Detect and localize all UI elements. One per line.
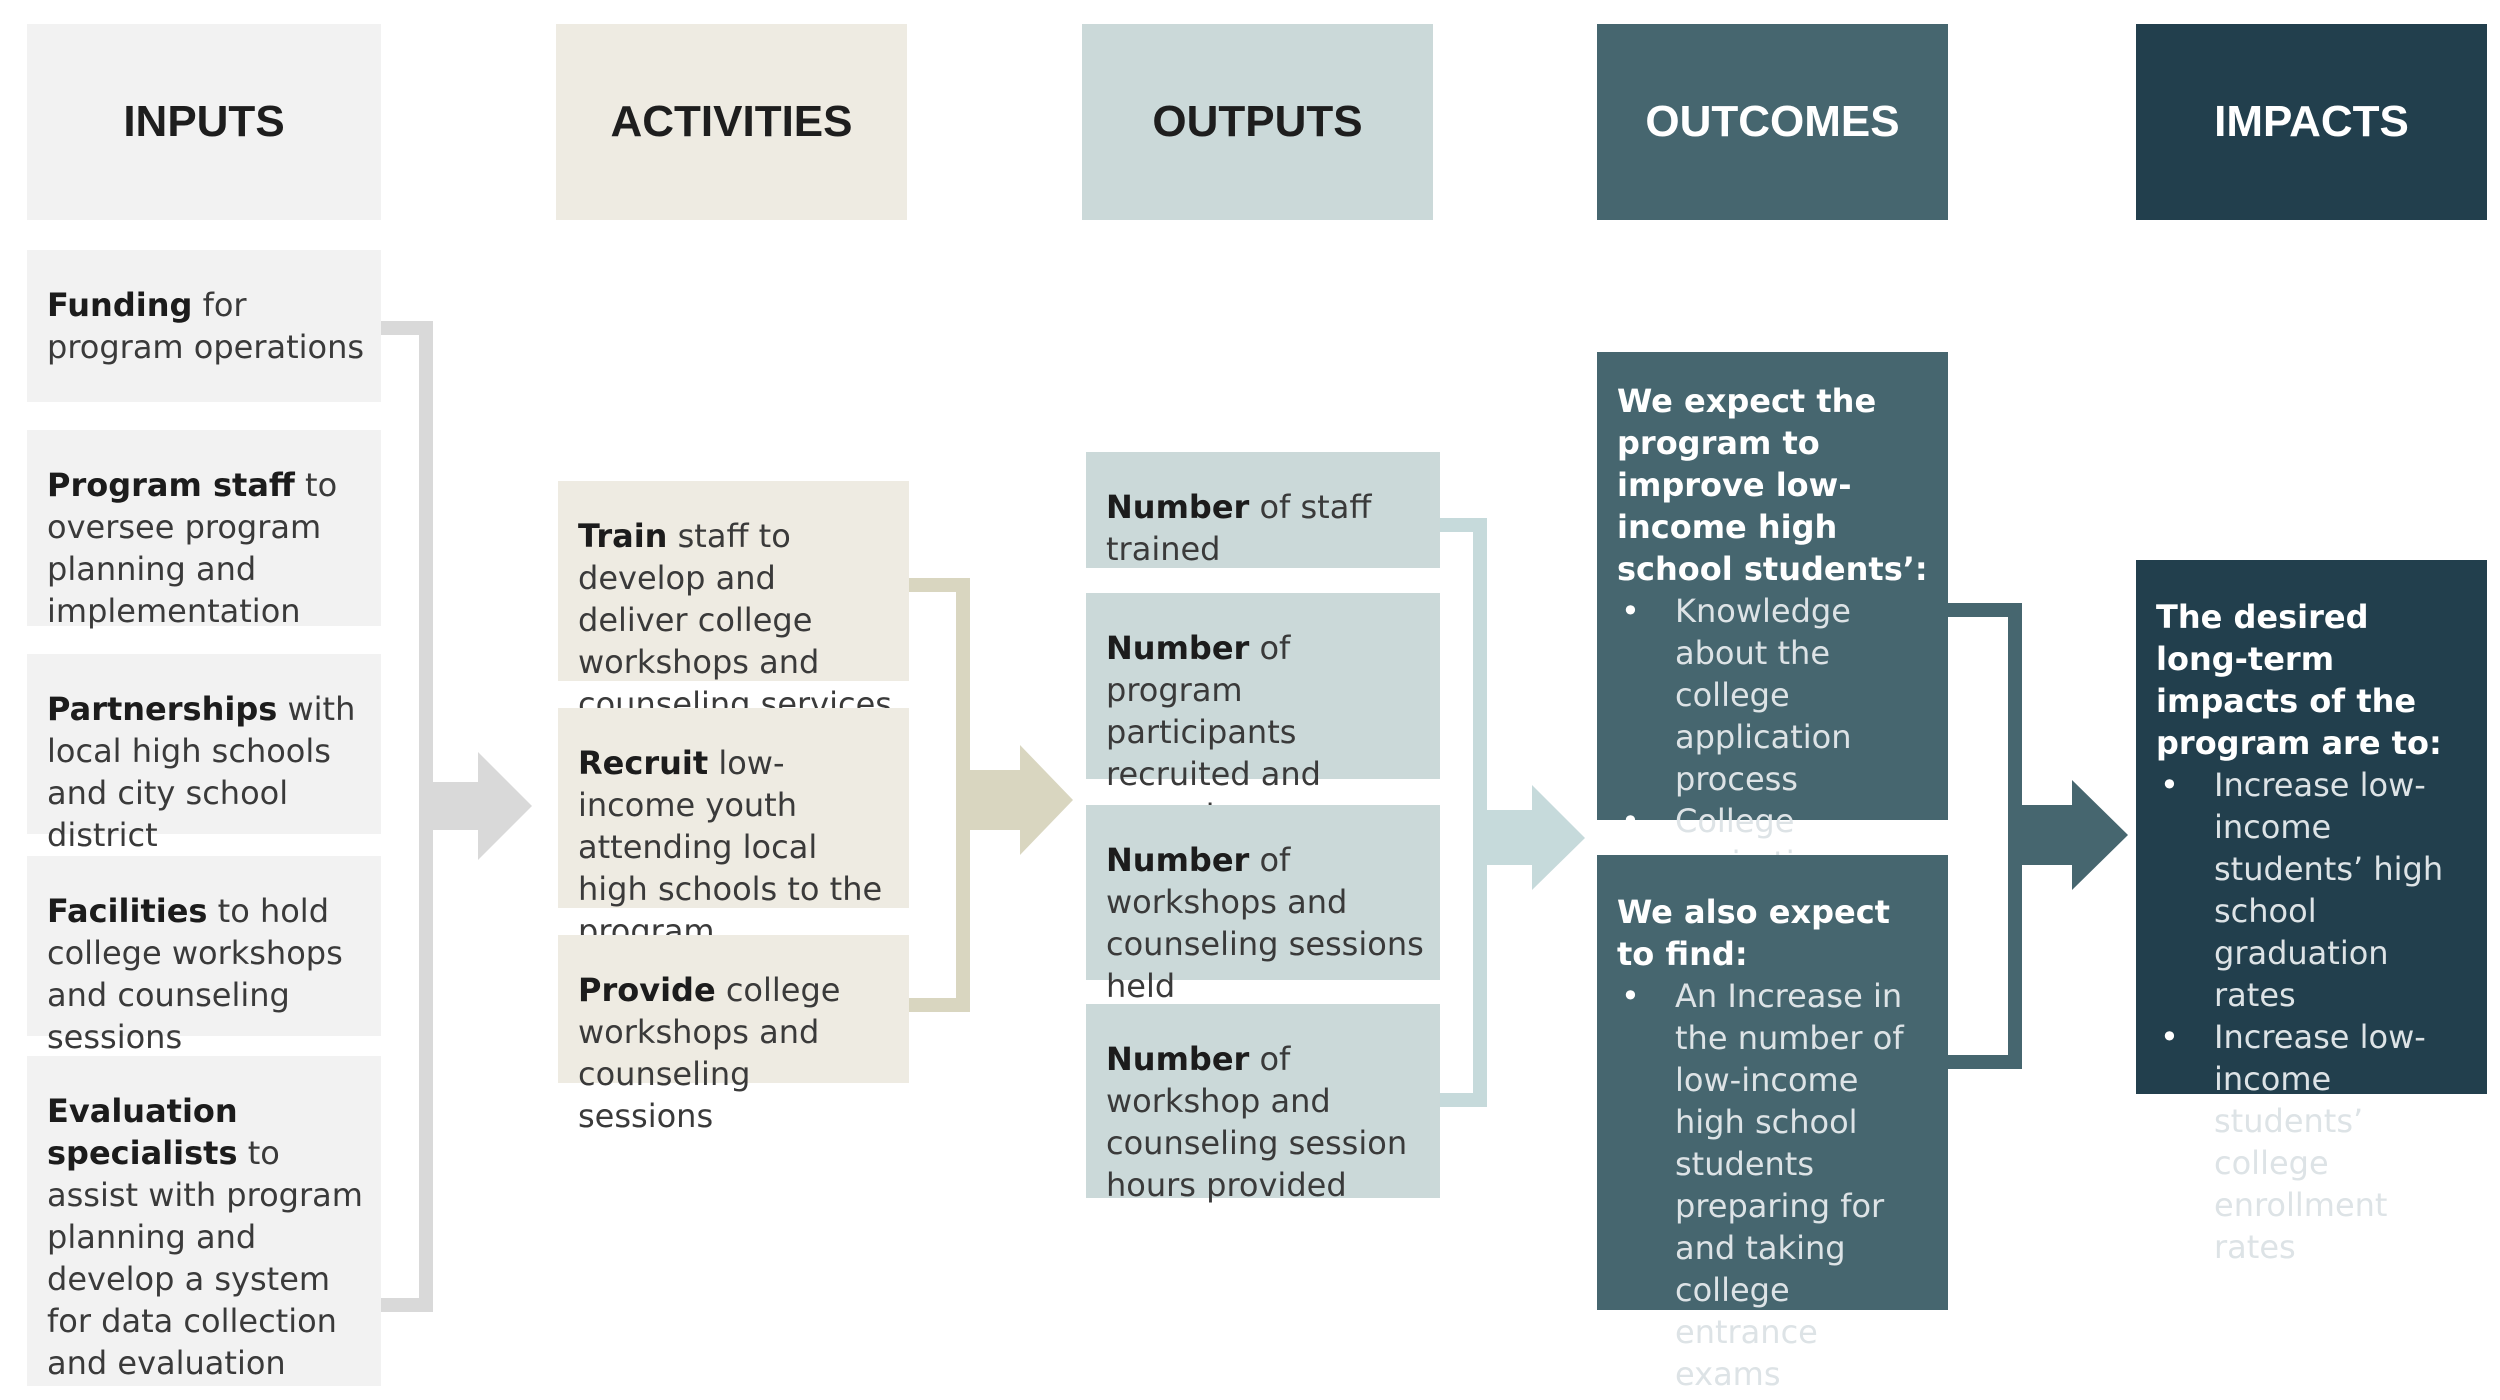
input-text: to hold college workshops and counseling… [47,892,343,1056]
outcome-lead: We expect the program to improve low-inc… [1617,382,1928,588]
inputs-bracket [380,321,433,1312]
input-evaluation-specialists: Evaluation specialists to assist with pr… [27,1056,381,1386]
outcomes-arrow [2015,780,2128,890]
impacts-bullet: Increase low-income students’ high schoo… [2156,764,2471,1016]
impacts-header: IMPACTS [2136,24,2487,220]
outcome-bullet-list: Knowledge about the college application … [1617,590,1932,884]
outcome-expectations: We expect the program to improve low-inc… [1597,352,1948,882]
output-label: Number [1106,629,1250,667]
outcomes-bracket [1948,603,2022,1069]
outcome-bullet: An Increase in the number of low-income … [1617,975,1932,1395]
activities-arrow [963,745,1073,855]
output-staff-trained: Number of staff trained [1086,452,1440,568]
activity-text: low-income youth attending local high sc… [578,744,883,950]
input-label: Funding [47,286,193,324]
outcome-also-expect: We also expect to find: An Increase in t… [1597,855,1948,1393]
input-program-staff: Program staff to oversee program plannin… [27,430,381,630]
activity-recruit: Recruit low-income youth attending local… [558,708,909,950]
input-partnerships: Partnerships with local high schools and… [27,654,381,854]
input-facilities: Facilities to hold college workshops and… [27,856,381,1056]
input-funding: Funding for program operations [27,250,381,402]
activity-label: Provide [578,971,716,1009]
output-label: Number [1106,1040,1250,1078]
inputs-arrow [426,752,532,860]
output-text: of workshops and counseling sessions hel… [1106,841,1424,1005]
activity-text: college workshops and counseling session… [578,971,841,1135]
outputs-bracket [1440,518,1487,1107]
outcomes-header: OUTCOMES [1597,24,1948,220]
activities-header: ACTIVITIES [556,24,907,220]
output-text: of staff trained [1106,488,1372,568]
output-label: Number [1106,488,1250,526]
output-participants: Number of program participants recruited… [1086,593,1440,835]
output-text: of workshop and counseling session hours… [1106,1040,1408,1204]
impacts-bullet-list: Increase low-income students’ high schoo… [2156,764,2471,1268]
outcome-bullet: Knowledge about the college application … [1617,590,1932,800]
input-label: Facilities [47,892,208,930]
input-label: Evaluation specialists [47,1092,238,1172]
impacts-bullet: Increase low-income students’ college en… [2156,1016,2471,1268]
activity-provide: Provide college workshops and counseling… [558,935,909,1135]
input-label: Partnerships [47,690,278,728]
outputs-header: OUTPUTS [1082,24,1433,220]
activity-train: Train staff to develop and deliver colle… [558,481,909,723]
input-text: to oversee program planning and implemen… [47,466,338,630]
activity-label: Recruit [578,744,709,782]
input-text: with local high schools and city school … [47,690,356,854]
outcome-lead: We also expect to find: [1617,893,1890,973]
impacts-box: The desired long-term impacts of the pro… [2136,560,2487,1266]
output-session-hours: Number of workshop and counseling sessio… [1086,1004,1440,1204]
input-text: for program operations [47,286,365,366]
outputs-arrow [1480,785,1585,890]
inputs-header: INPUTS [27,24,381,220]
impacts-lead: The desired long-term impacts of the pro… [2156,598,2442,762]
input-label: Program staff [47,466,295,504]
input-text: to assist with program planning and deve… [47,1134,363,1382]
activity-label: Train [578,517,668,555]
activities-bracket [908,578,970,1012]
output-sessions-held: Number of workshops and counseling sessi… [1086,805,1440,1005]
outcome-bullet-list: An Increase in the number of low-income … [1617,975,1932,1395]
output-label: Number [1106,841,1250,879]
